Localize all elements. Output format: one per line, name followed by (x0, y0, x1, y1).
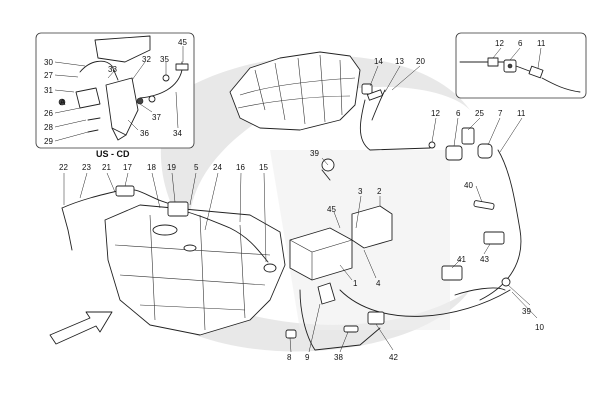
callout: 28 (44, 123, 53, 132)
small-components (115, 83, 511, 339)
callout: 39 (522, 307, 531, 316)
callout: 6 (456, 109, 461, 118)
callout: 45 (327, 205, 336, 214)
callout: 16 (236, 163, 245, 172)
callout: 22 (59, 163, 68, 172)
callout: 18 (147, 163, 156, 172)
leader-lines (63, 65, 538, 353)
callout: 25 (475, 109, 484, 118)
callout: 33 (108, 65, 117, 74)
carbon-canister (289, 205, 393, 281)
callout: 36 (140, 129, 149, 138)
callout: 42 (389, 353, 398, 362)
callout: 31 (44, 86, 53, 95)
callout: 23 (82, 163, 91, 172)
callout: 37 (152, 113, 161, 122)
callout: 39 (310, 149, 319, 158)
callout: 5 (194, 163, 199, 172)
callout: 14 (374, 57, 383, 66)
callout: 38 (334, 353, 343, 362)
fuel-tank (104, 204, 286, 336)
callout: 26 (44, 109, 53, 118)
callout: 40 (464, 181, 473, 190)
callout: 41 (457, 255, 466, 264)
callout: 12 (431, 109, 440, 118)
callout: 1 (353, 279, 358, 288)
callout: 30 (44, 58, 53, 67)
callout: 3 (358, 187, 363, 196)
callout: 15 (259, 163, 268, 172)
inset-top-right (455, 32, 587, 99)
callout: 20 (416, 57, 425, 66)
callout: 4 (376, 279, 381, 288)
callout: 8 (287, 353, 292, 362)
callout: 21 (102, 163, 111, 172)
callout: 29 (44, 137, 53, 146)
callout: 24 (213, 163, 222, 172)
callout: 12 (495, 39, 504, 48)
callout: 43 (480, 255, 489, 264)
callout: 11 (537, 39, 546, 48)
direction-arrow-icon (49, 311, 113, 345)
callout: 7 (498, 109, 503, 118)
callout: 10 (535, 323, 544, 332)
callout: 11 (517, 109, 526, 118)
callout: 13 (395, 57, 404, 66)
intake-manifold (229, 51, 361, 131)
callout: 45 (178, 38, 187, 47)
callout: 2 (377, 187, 382, 196)
callout: 34 (173, 129, 182, 138)
callout-labels: 30 27 31 26 28 29 33 32 35 45 37 36 34 1… (44, 38, 546, 362)
callout: 27 (44, 71, 53, 80)
callout: 32 (142, 55, 151, 64)
callout: 9 (305, 353, 310, 362)
callout: 6 (518, 39, 523, 48)
svg-text:A: A (60, 98, 66, 107)
inset-us-cd: A (35, 32, 195, 149)
callout: 17 (123, 163, 132, 172)
callout: 35 (160, 55, 169, 64)
callout: 19 (167, 163, 176, 172)
inset-caption: US - CD (96, 149, 130, 159)
